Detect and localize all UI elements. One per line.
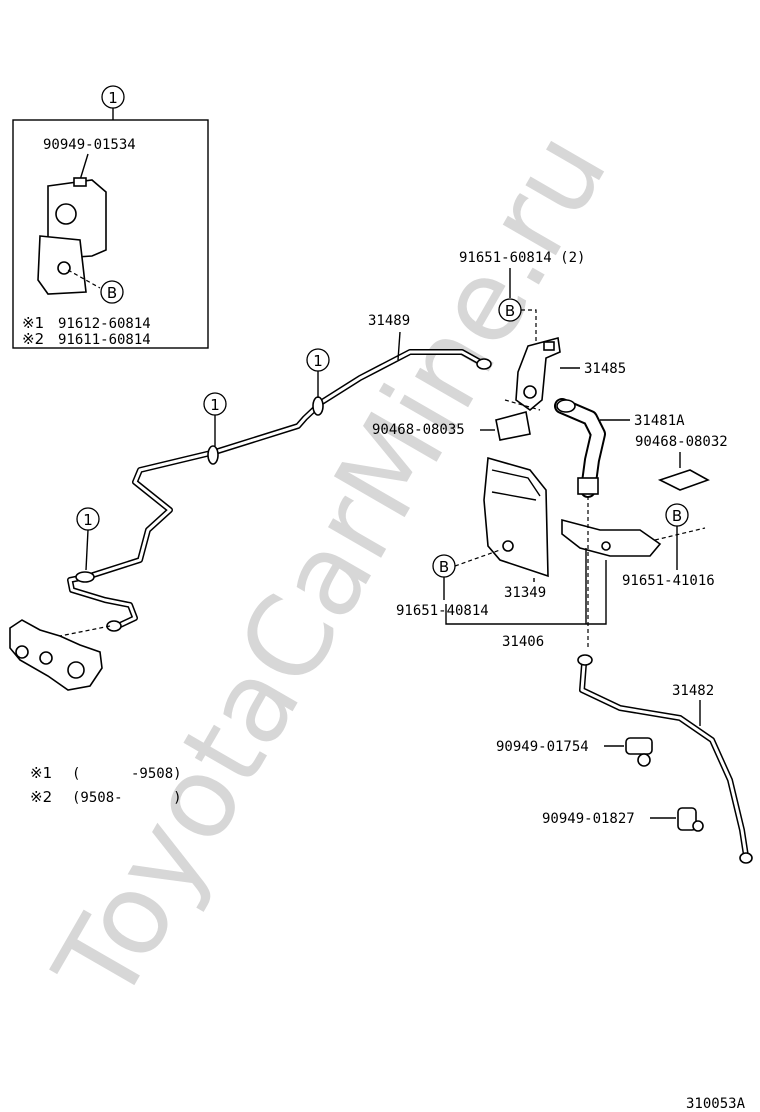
clamp-90949-01754 <box>625 737 653 767</box>
svg-text:B: B <box>672 507 682 525</box>
svg-text:B: B <box>439 558 449 576</box>
svg-text:1: 1 <box>313 352 323 370</box>
inset-part-91611-60814: 91611-60814 <box>58 332 151 348</box>
label-31349: 31349 <box>504 585 546 601</box>
label-90949-01827: 90949-01827 <box>542 811 635 827</box>
label-90949-01754: 90949-01754 <box>496 739 589 755</box>
inset-part-91612-60814: 91612-60814 <box>58 316 151 332</box>
label-90468-08032: 90468-08032 <box>635 434 728 450</box>
fuel-pipe-31489 <box>67 349 492 632</box>
clamp-marker-3: 1 <box>76 507 100 571</box>
inset-b-marker <box>100 280 124 304</box>
legend-note1-symbol: ※1 <box>30 764 52 782</box>
legend-note2-range: (9508- ) <box>72 790 182 806</box>
protector-31349 <box>483 456 549 578</box>
hose-31482 <box>577 654 753 864</box>
inset-note2-symbol: ※2 <box>22 330 44 348</box>
inset-b-letter: B <box>107 284 117 302</box>
bracket-31485 <box>515 336 561 412</box>
hose-31481A <box>554 398 606 498</box>
clamp-marker-1: 1 <box>306 348 330 398</box>
label-91651-41016: 91651-41016 <box>622 573 715 589</box>
svg-text:1: 1 <box>83 511 93 529</box>
inset-circle-number: 1 <box>108 89 118 107</box>
inset-note1-symbol: ※1 <box>22 314 44 332</box>
label-31489: 31489 <box>368 313 410 329</box>
fuel-delivery-pipe <box>9 619 111 691</box>
clip-90468-08035 <box>495 411 531 441</box>
bracket-31406 <box>561 518 662 557</box>
inset-part-90949-01534: 90949-01534 <box>43 137 136 153</box>
label-31481A: 31481A <box>634 413 685 429</box>
legend: ※1 ( -9508) ※2 (9508- ) <box>30 764 182 806</box>
label-31485: 31485 <box>584 361 626 377</box>
inset-frame <box>12 119 209 349</box>
legend-note1-range: ( -9508) <box>72 766 182 782</box>
clamp-marker-2: 1 <box>203 392 227 446</box>
label-31406: 31406 <box>502 634 544 650</box>
label-90468-08035: 90468-08035 <box>372 422 465 438</box>
label-91651-40814: 91651-40814 <box>396 603 489 619</box>
clamp-icon <box>37 177 107 295</box>
clamp-90949-01827 <box>677 807 704 832</box>
svg-text:B: B <box>505 302 515 320</box>
label-91651-60814-2: 91651-60814 (2) <box>459 250 585 266</box>
inset-detail: 1 90949-01534 B ※1 91612-60814 ※2 91611-… <box>12 85 209 349</box>
legend-note2-symbol: ※2 <box>30 788 52 806</box>
diagram-code: 310053A <box>686 1096 746 1112</box>
clip-90468-08032 <box>657 469 710 491</box>
label-31482: 31482 <box>672 683 714 699</box>
svg-text:1: 1 <box>210 396 220 414</box>
